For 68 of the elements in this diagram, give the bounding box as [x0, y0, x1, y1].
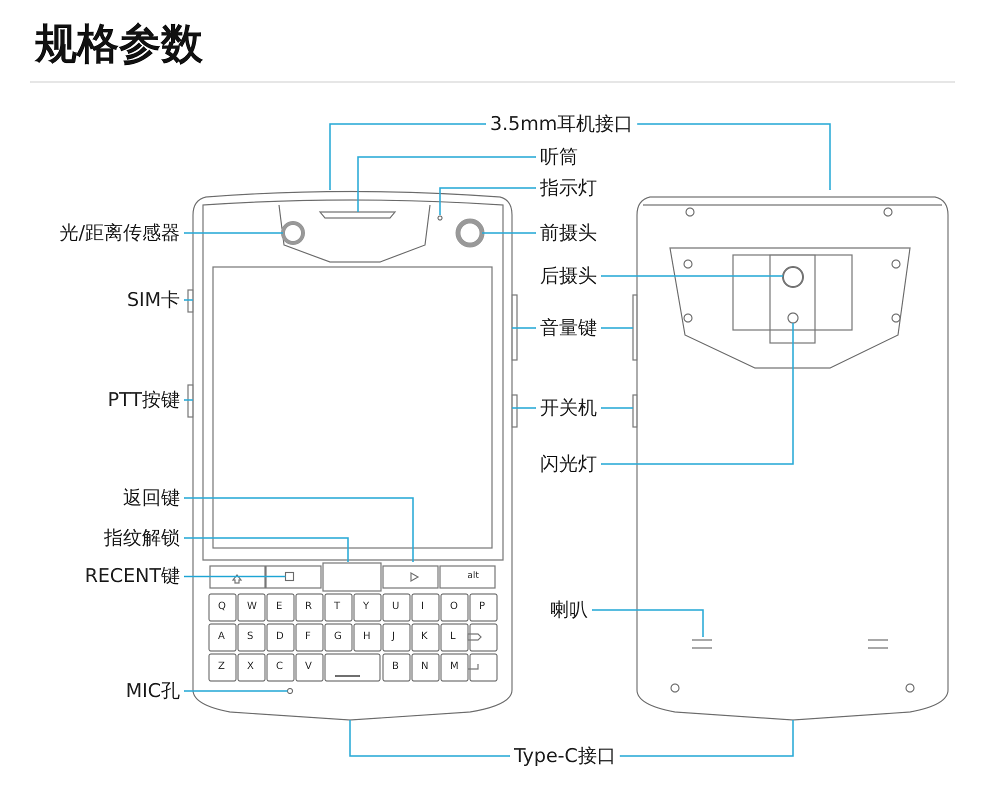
leader-line	[184, 299, 193, 301]
key-label: U	[392, 601, 400, 613]
leader-line	[184, 497, 414, 562]
key-label: E	[276, 601, 282, 613]
key-label: J	[392, 631, 395, 643]
leader-line	[329, 123, 486, 190]
key-label: T	[334, 601, 340, 613]
leader-line	[349, 720, 510, 757]
key-label: X	[247, 661, 254, 673]
key-label: F	[305, 631, 311, 643]
callout-label: 返回键	[123, 486, 180, 510]
callout-label: RECENT键	[84, 564, 180, 588]
page-title: 规格参数	[35, 18, 203, 70]
key-label: A	[218, 631, 225, 643]
leader-line	[512, 327, 536, 329]
key-label: M	[450, 661, 459, 673]
callout-label: 前摄头	[540, 221, 597, 245]
key-label: Y	[363, 601, 370, 613]
callout-label: 喇叭	[550, 598, 588, 622]
key-label: K	[421, 631, 428, 643]
leader-line	[357, 156, 536, 212]
key-label: I	[421, 601, 424, 613]
callout-label: 开关机	[540, 396, 597, 420]
leader-line	[512, 407, 536, 409]
callout-label: SIM卡	[126, 288, 180, 312]
key-label: R	[305, 601, 312, 613]
callout-label: 听筒	[540, 145, 578, 169]
leader-line	[601, 323, 794, 465]
key-label: Z	[218, 661, 225, 673]
key-label: alt	[467, 570, 479, 582]
key-label: H	[363, 631, 371, 643]
key-label: D	[276, 631, 284, 643]
leader-line	[637, 123, 831, 190]
callout-label: 音量键	[540, 316, 597, 340]
callout-label: 光/距离传感器	[60, 221, 180, 245]
callout-label: MIC孔	[126, 679, 180, 703]
leader-line	[601, 407, 633, 409]
leader-line	[601, 327, 633, 329]
leader-line	[184, 576, 286, 578]
leader-line	[184, 399, 193, 401]
recent-key-icon	[284, 572, 294, 582]
key-label: S	[247, 631, 254, 643]
leader-line	[184, 690, 288, 692]
key-label: Q	[218, 601, 226, 613]
key-label: O	[450, 601, 458, 613]
callout-label: 3.5mm耳机接口	[490, 112, 634, 136]
key-label: V	[305, 661, 312, 673]
callout-label: 指纹解锁	[104, 526, 180, 550]
leader-line	[482, 232, 536, 234]
callout-label: 后摄头	[540, 264, 597, 288]
callout-label: Type-C接口	[514, 744, 616, 768]
leader-line	[439, 187, 536, 215]
key-label: B	[392, 661, 399, 673]
key-label: P	[479, 601, 486, 613]
key-label: C	[276, 661, 283, 673]
callout-label: 指示灯	[540, 176, 597, 200]
leader-line	[184, 537, 349, 562]
key-label: L	[450, 631, 456, 643]
leader-line	[184, 232, 283, 234]
leader-line	[620, 720, 794, 757]
key-label: G	[334, 631, 342, 643]
callout-label: PTT按键	[108, 388, 180, 412]
key-label: W	[247, 601, 257, 613]
leader-line	[601, 275, 783, 277]
mic-hole	[286, 688, 294, 694]
key-label: N	[421, 661, 428, 673]
callout-label: 闪光灯	[540, 452, 597, 476]
leader-line	[592, 609, 704, 637]
